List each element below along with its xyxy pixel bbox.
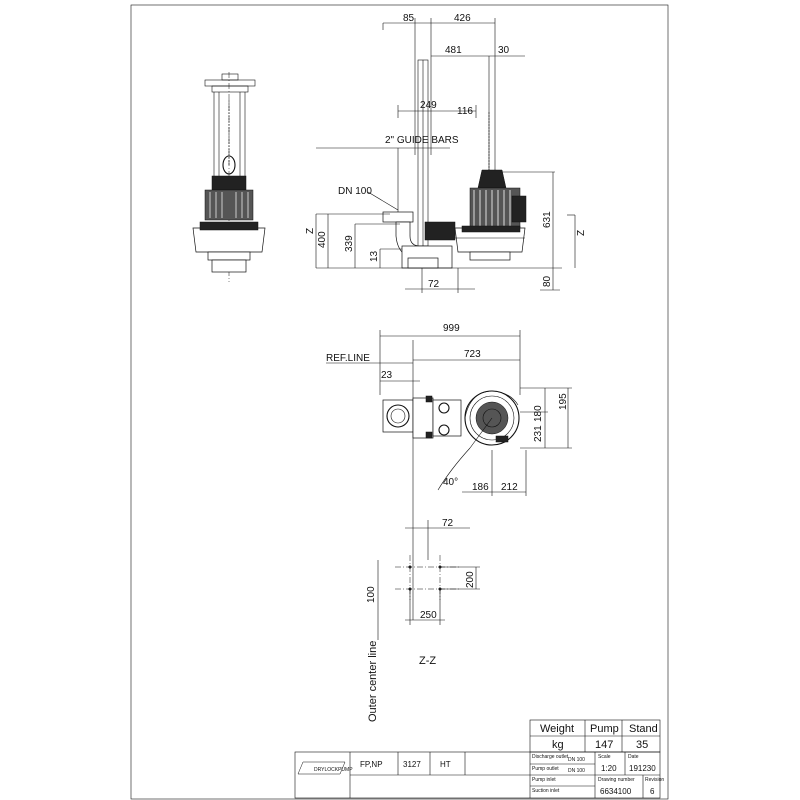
sheet-border [130,4,669,800]
weight-header: Weight [540,723,574,735]
angle-label: 40° [443,477,458,488]
scale-value: 1:20 [601,764,617,773]
weight-table: Weight Pump Stand kg 147 35 [529,719,661,753]
dim-631: 631 [542,211,553,228]
pump-header: Pump [590,723,619,735]
dim-249: 249 [420,100,437,111]
section-zz: 72 200 250 100 Outer center line Z-Z [366,518,480,722]
dim-200: 200 [465,571,476,588]
dim-231: 231 [533,425,544,442]
dim-80: 80 [542,275,553,287]
dim-250: 250 [420,610,437,621]
ref-line-label: REF.LINE [326,353,370,364]
dim-85: 85 [403,13,415,24]
discharge-label: DN 100 [338,186,372,197]
dim-195: 195 [558,393,569,410]
date-label: Date [628,754,639,760]
dim-180: 180 [533,405,544,422]
dim-30: 30 [498,45,510,56]
dim-186: 186 [472,482,489,493]
drawing-number-label: Drawing number [598,777,635,783]
dim-400: 400 [317,231,328,248]
revision-label: Revision [645,777,664,783]
guide-bars-label: 2" GUIDE BARS [385,135,459,146]
side-view [192,72,266,282]
z-marker-right: Z [576,230,587,236]
stand-header: Stand [629,723,658,735]
outer-center-line-label: Outer center line [367,641,379,722]
dim-212: 212 [501,482,518,493]
title-block: DRYLOCKPUMP FP,NP 3127 HT Discharge outl… [294,751,664,799]
dim-481: 481 [445,45,462,56]
dim-999: 999 [443,323,460,334]
dim-723: 723 [464,349,481,360]
suction-inlet-label: Suction inlet [532,788,560,794]
dim-426: 426 [454,13,471,24]
revision-value: 6 [650,787,655,796]
pump-outlet-value: DN 100 [568,768,585,774]
front-elevation: 85 426 481 30 249 116 2" GUIDE BARS DN 1… [305,13,587,293]
svg-text:DRYLOCKPUMP: DRYLOCKPUMP [314,767,353,773]
weight-unit: kg [552,739,564,751]
company-logo: DRYLOCKPUMP [297,761,353,775]
model-number: 3127 [403,760,421,769]
discharge-outlet-label: Discharge outlet [532,754,569,760]
stand-weight: 35 [636,739,648,751]
model-variant: HT [440,760,451,769]
pump-outlet-label: Pump outlet [532,766,559,772]
dim-339: 339 [344,235,355,252]
dim-116: 116 [457,106,473,117]
drawing-number-value: 6634100 [600,787,632,796]
dim-23: 23 [381,370,393,381]
pump-inlet-label: Pump inlet [532,777,556,783]
plan-view: 999 REF.LINE 723 23 180 195 231 [326,323,572,620]
z-marker-left: Z [305,228,316,234]
pump-weight: 147 [595,739,613,751]
section-title: Z-Z [419,655,436,667]
discharge-outlet-value: DN 100 [568,757,585,763]
dim-72-elevation: 72 [428,279,440,290]
scale-label: Scale [598,754,611,760]
date-value: 191230 [629,764,656,773]
dim-100: 100 [366,586,377,603]
model-name: FP,NP [360,760,383,769]
dim-72-section: 72 [442,518,454,529]
dim-13: 13 [369,250,380,262]
